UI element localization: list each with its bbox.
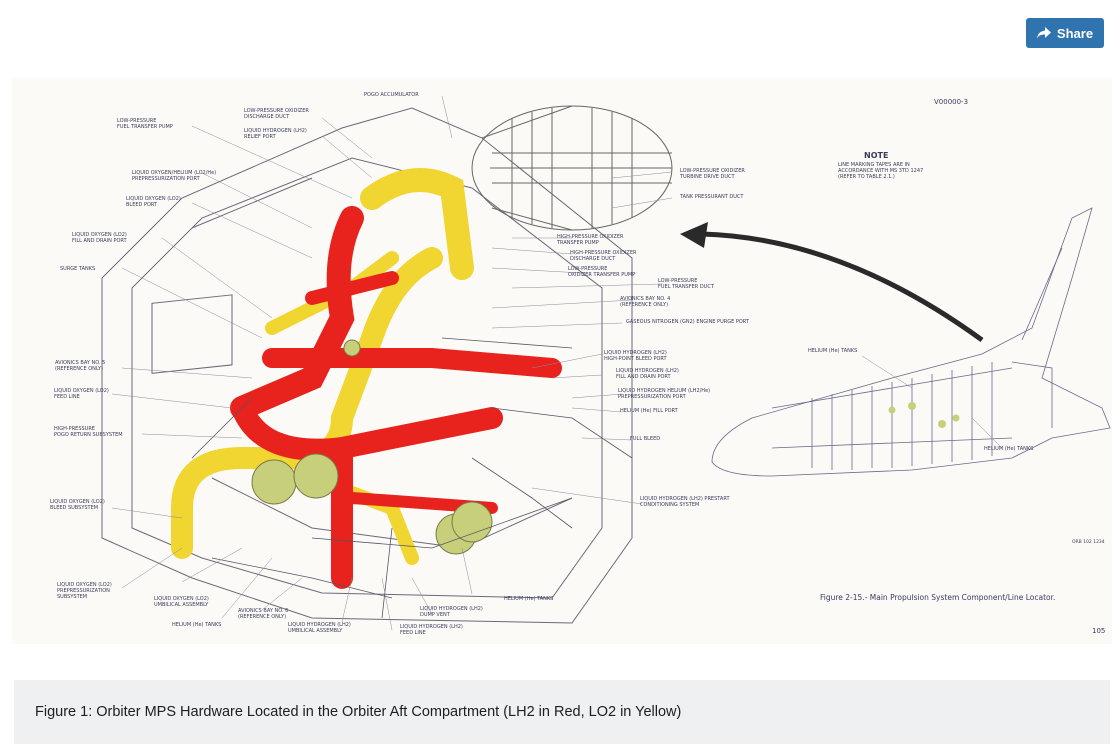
note-line-1: ACCORDANCE WITH MS 3TD 1247 (838, 168, 923, 174)
labelleft-5: AVIONICS BAY NO. 5(REFERENCE ONLY) (55, 360, 105, 372)
mps-figure: V00000-3 NOTE Figure 2-15.- Main Propuls… (12, 78, 1112, 644)
figure-caption: Figure 1: Orbiter MPS Hardware Located i… (14, 680, 1110, 744)
labelright-12: FULL BLEED (630, 436, 660, 442)
share-arrow-icon (1036, 27, 1051, 39)
labels-orbiter: HELIUM (He) TANKS HELIUM (He) TANKS (808, 348, 1033, 452)
labels-bottom: LIQUID OXYGEN (LO2)UMBILICAL ASSEMBLY HEL… (154, 596, 553, 636)
caption-text: Figure 1: Orbiter MPS Hardware Located i… (35, 704, 682, 720)
labelright-1: TANK PRESSURANT DUCT (679, 194, 744, 200)
labelright-11: HELIUM (He) FILL PORT (620, 408, 679, 414)
share-button[interactable]: Share (1026, 18, 1104, 48)
labelright-10: LIQUID HYDROGEN HELIUM (LH2/He)PREPRESSU… (618, 388, 710, 400)
labelbottom-5: LIQUID HYDROGEN (LH2)DUMP VENT (420, 606, 483, 618)
labelorbiter-1: HELIUM (He) TANKS (984, 446, 1033, 452)
labelright-8: LIQUID HYDROGEN (LH2)HIGH-POINT BLEED PO… (604, 350, 668, 362)
labelleft-3: LIQUID OXYGEN (LO2)FILL AND DRAIN PORT (72, 232, 128, 244)
labelbottom-6: HELIUM (He) TANKS (504, 596, 553, 602)
labelbottom-2: AVIONICS BAY NO. 6(REFERENCE ONLY) (238, 608, 288, 620)
labelleft-6: LIQUID OXYGEN (LO2)FEED LINE (54, 388, 109, 400)
orbiter-helium-tanks (888, 402, 960, 428)
locator-arrow (680, 222, 984, 343)
share-label: Share (1056, 25, 1094, 41)
note-title: NOTE (864, 151, 888, 160)
labelleft-2: LIQUID OXYGEN (LO2)BLEED PORT (126, 196, 181, 208)
labelleft-4: SURGE TANKS (60, 266, 95, 272)
labelright-7: GASEOUS NITROGEN (GN2) ENGINE PURGE PORT (626, 319, 750, 325)
labelbottom-3: LIQUID HYDROGEN (LH2)UMBILICAL ASSEMBLY (288, 622, 351, 634)
note-line-2: (REFER TO TABLE 2.1.) (838, 174, 895, 180)
plumbing-lines (191, 337, 633, 619)
leader-lines (111, 95, 673, 631)
labelleft-8: LIQUID OXYGEN (LO2)BLEED SUBSYSTEM (50, 499, 105, 511)
engine-bell (471, 105, 673, 231)
lh2-lines (230, 206, 562, 589)
page-number: 105 (1092, 627, 1105, 635)
helium-tanks (251, 339, 493, 555)
drawing-number: ORB 102 1234 (1072, 539, 1105, 545)
labeltop-2: LIQUID HYDROGEN (LH2)RELIEF PORT (244, 128, 307, 140)
labelorbiter-0: HELIUM (He) TANKS (808, 348, 857, 354)
note-line-0: LINE MARKING TAPES ARE IN (838, 162, 910, 168)
labelbottom-4: LIQUID HYDROGEN (LH2)FEED LINE (400, 624, 463, 636)
labelbottom-1: HELIUM (He) TANKS (172, 622, 221, 628)
labelleft-1: LIQUID OXYGEN/HELIUM (LO2/He)PREPRESSURI… (132, 170, 216, 182)
mps-diagram: V00000-3 NOTE Figure 2-15.- Main Propuls… (50, 92, 1111, 636)
labelright-9: LIQUID HYDROGEN (LH2)FILL AND DRAIN PORT (616, 368, 679, 380)
labelbottom-0: LIQUID OXYGEN (LO2)UMBILICAL ASSEMBLY (154, 596, 209, 608)
labelright-6: AVIONICS BAY NO. 4(REFERENCE ONLY) (620, 296, 670, 308)
orbiter-outline (711, 207, 1111, 477)
figure-title: Figure 2-15.- Main Propulsion System Com… (820, 593, 1055, 602)
labeltop-0: POGO ACCUMULATOR (364, 92, 419, 98)
doc-code: V00000-3 (934, 98, 968, 106)
